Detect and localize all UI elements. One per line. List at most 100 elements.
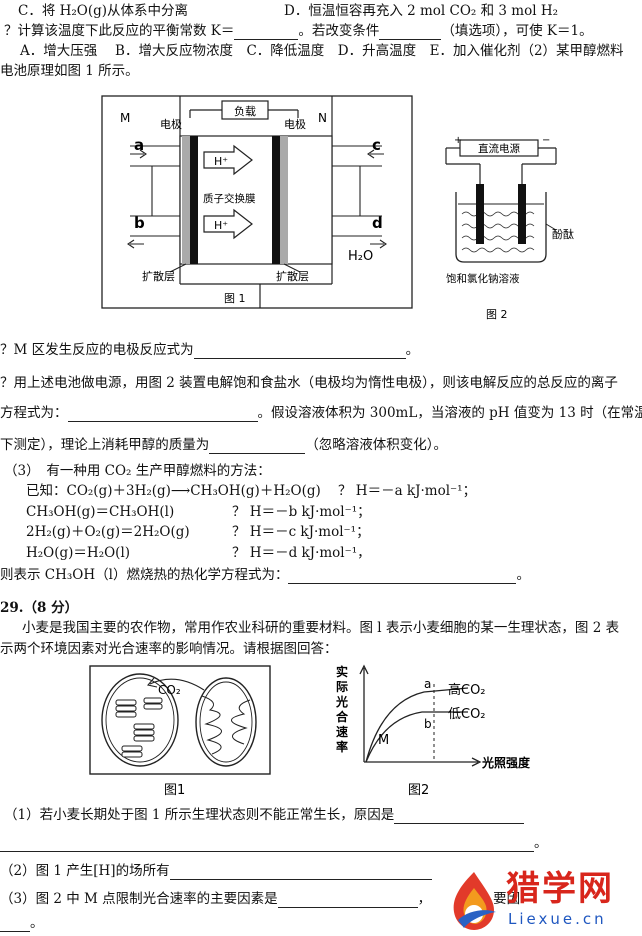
- option-c: C．将 H₂O(g)从体系中分离: [18, 3, 189, 19]
- photosynthesis-chart: 实 际 光 合 速 率 光照强度 a b M 高CO₂ 低CO₂ 图2: [335, 664, 531, 798]
- point-a: a: [424, 677, 431, 691]
- diffusion-right-label: 扩散层: [276, 269, 309, 283]
- dh-4: ？ H＝－d kJ·mol⁻¹，: [232, 545, 371, 561]
- mitochondrion: [195, 677, 257, 767]
- q29-sub1-cont: 。: [0, 834, 548, 852]
- chart-caption: 图2: [408, 783, 429, 798]
- reaction-2: CH₃OH(g)＝CH₃OH(l): [26, 504, 175, 520]
- sub2-text: （2）图 1 产生[H]的场所有: [0, 863, 170, 879]
- label-a: a: [134, 136, 144, 154]
- y-char-0: 实: [336, 664, 348, 679]
- fig1-caption: 图 1: [224, 292, 246, 305]
- condition-answer-blank[interactable]: [379, 25, 442, 40]
- left-inert-electrode: [476, 184, 484, 244]
- q29-para-1: 小麦是我国主要的农作物，常用作农业科研的重要材料。图 l 表示小麦细胞的某一生理…: [22, 620, 620, 636]
- frame-outline: [101, 95, 413, 309]
- electrolysis-diagram: 直流电源 + − 酚酞 饱和氯化钠溶液 图 2: [445, 135, 574, 321]
- sub3-blank-2[interactable]: [0, 917, 30, 932]
- m-reaction-end: 。: [405, 342, 420, 358]
- q3-ask-text: 则表示 CH₃OH（l）燃烧热的热化学方程式为：: [0, 567, 289, 583]
- label-b: b: [134, 214, 145, 232]
- h2o-label: H₂O: [348, 249, 373, 264]
- sub2-blank[interactable]: [169, 865, 432, 880]
- flame-icon: [453, 872, 496, 930]
- dh-1: ？ H＝－a kJ·mol⁻¹；: [338, 483, 477, 499]
- sub3-blank[interactable]: [277, 893, 418, 908]
- beaker: [455, 192, 547, 263]
- sub3-tail: ，: [417, 891, 432, 907]
- cell-frame: [89, 665, 271, 775]
- q29-sub3: （3）图 2 中 M 点限制光合速率的主要因素是 ， 要因: [0, 890, 520, 908]
- organelles-caption: 图1: [164, 783, 185, 798]
- k-answer-blank[interactable]: [234, 25, 299, 40]
- sub1-blank-1[interactable]: [394, 809, 525, 824]
- label-c: c: [372, 136, 381, 154]
- q29-sub1: （1）若小麦长期处于图 1 所示生理状态则不能正常生长，原因是: [4, 806, 525, 824]
- electrode-left-label: 电极: [160, 117, 182, 131]
- electrolysis-line-3: 下测定），理论上消耗甲醇的质量为（忽略溶液体积变化）。: [0, 436, 447, 454]
- electrolysis-line-1: ？用上述电池做电源，用图 2 装置电解饱和食盐水（电极均为惰性电极），则该电解反…: [0, 375, 618, 391]
- a-inlet-arrow: [130, 149, 147, 159]
- membrane-label: 质子交换膜: [203, 192, 256, 205]
- low-co2-label: 低CO₂: [448, 707, 486, 722]
- low-co2-curve: [365, 711, 468, 763]
- d-outlet-arrow: [370, 239, 387, 249]
- electrolysis-line-2: 方程式为：。假设溶液体积为 300mL，当溶液的 pH 值变为 13 时（在常温: [0, 404, 642, 422]
- watermark-logo: 猎学网 Liexue.cn: [448, 866, 638, 934]
- grana: [115, 697, 163, 758]
- high-co2-label: 高CO₂: [448, 682, 486, 698]
- solution-label: 饱和氯化钠溶液: [446, 272, 520, 285]
- h-plus-label-top: H⁺: [214, 155, 228, 168]
- c-inlet-arrow: [367, 149, 384, 159]
- fig2-caption: 图 2: [486, 308, 508, 321]
- y-char-4: 速: [336, 724, 348, 739]
- q3-ask-line: 则表示 CH₃OH（l）燃烧热的热化学方程式为： 。: [0, 566, 530, 584]
- dh-3: ？ H＝－c kJ·mol⁻¹；: [232, 524, 370, 540]
- h-plus-label-bottom: H⁺: [214, 219, 228, 232]
- fuel-cell-diagram: 负载 M N 电极 电极 H⁺ 质子交换膜 H⁺ a b c d H₂O 扩散层…: [101, 95, 413, 309]
- sub3-text: （3）图 2 中 M 点限制光合速率的主要因素是: [0, 891, 278, 907]
- m-reaction-line: ？M 区发生反应的电极反应式为。: [0, 341, 419, 359]
- q3-intro: （3） 有一种用 CO₂ 生产甲醇燃料的方法：: [4, 463, 271, 479]
- electrode-right-label: 电极: [284, 117, 306, 131]
- minus-sign: −: [542, 135, 550, 146]
- x-axis-label: 光照强度: [481, 755, 531, 770]
- reaction-4: H₂O(g)＝H₂O(l): [26, 545, 131, 561]
- m-reaction-blank[interactable]: [193, 344, 406, 359]
- electrolysis-text-e: （忽略溶液体积变化）。: [305, 437, 447, 453]
- k-question-line: ？计算该温度下此反应的平衡常数 K＝。若改变条件（填选项），可使 K＝1。: [4, 22, 593, 40]
- diffusion-left-label: 扩散层: [142, 269, 175, 283]
- b-outlet-arrow: [127, 239, 144, 249]
- sub1-text: （1）若小麦长期处于图 1 所示生理状态则不能正常生长，原因是: [4, 807, 395, 823]
- h-plus-arrow-bottom: [203, 208, 253, 240]
- sub3-more: 要因: [493, 891, 521, 907]
- reaction-1: CO₂(g)＋3H₂(g)⟶CH₃OH(g)＋H₂O(g): [66, 483, 321, 499]
- right-electrode: [272, 136, 280, 264]
- ionic-equation-blank[interactable]: [67, 407, 258, 422]
- sub3-end: 。: [30, 915, 44, 931]
- y-char-2: 光: [335, 694, 348, 709]
- methanol-mass-blank[interactable]: [209, 439, 306, 454]
- organelles-diagram: CO₂ 图1: [89, 665, 271, 798]
- m-label: M: [120, 111, 130, 125]
- load-label: 负载: [234, 104, 256, 118]
- y-char-3: 合: [336, 709, 349, 724]
- q29-sub2: （2）图 1 产生[H]的场所有: [0, 862, 432, 880]
- watermark-brand: 猎学网: [506, 869, 614, 909]
- q3-known-r1: 已知：CO₂(g)＋3H₂(g)⟶CH₃OH(g)＋H₂O(g): [26, 482, 321, 500]
- high-co2-curve: [365, 687, 469, 763]
- y-char-5: 率: [336, 739, 348, 754]
- point-b: b: [424, 717, 432, 731]
- chloroplast: [101, 673, 179, 767]
- sub1-blank-2[interactable]: [0, 837, 534, 852]
- combustion-equation-blank[interactable]: [288, 569, 517, 584]
- option-d: D．恒温恒容再充入 2 mol CO₂ 和 3 mol H₂: [284, 3, 559, 19]
- left-electrode: [190, 136, 198, 264]
- h-plus-arrow-top: [203, 144, 253, 176]
- options-line: A．增大压强 B．增大反应物浓度 C．降低温度 D．升高温度 E．加入催化剂（2…: [20, 43, 624, 59]
- co2-label: CO₂: [158, 683, 181, 697]
- n-label: N: [318, 111, 327, 125]
- y-char-1: 际: [336, 680, 348, 694]
- q3-ask-end: 。: [516, 567, 530, 583]
- load-box: [221, 100, 269, 120]
